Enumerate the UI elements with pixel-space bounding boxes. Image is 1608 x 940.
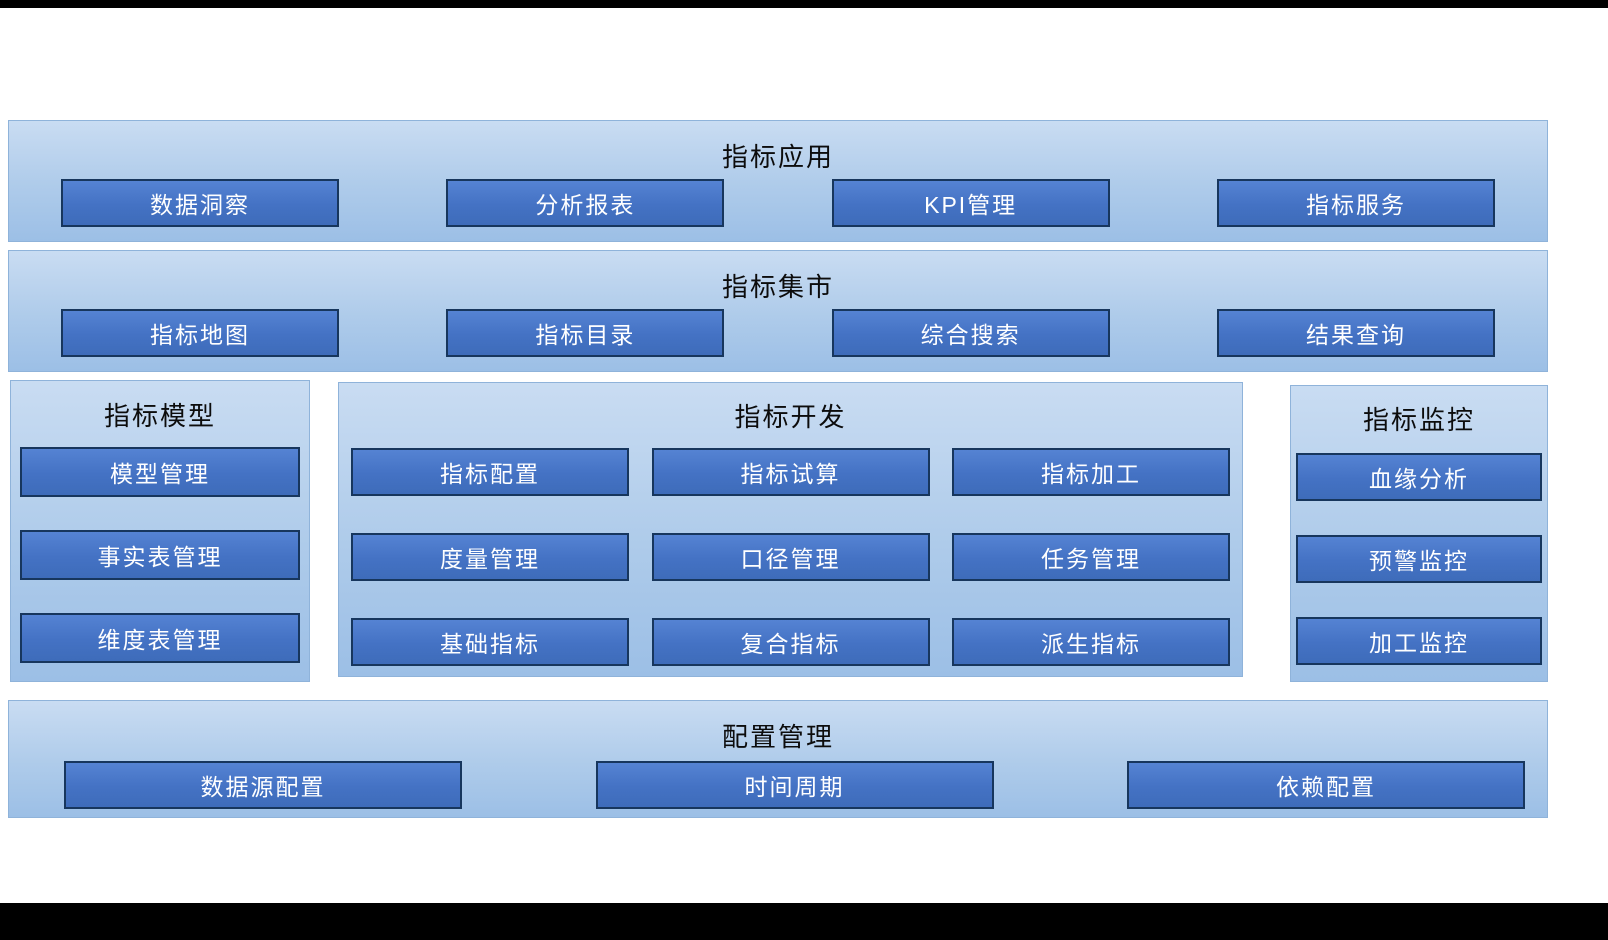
box-indicator-catalog: 指标目录: [446, 309, 725, 357]
panel-title-indicator-monitoring: 指标监控: [1362, 405, 1475, 435]
box-lineage-analysis: 血缘分析: [1296, 453, 1542, 501]
box-measure-management: 度量管理: [351, 533, 629, 581]
box-dimension-table-management: 维度表管理: [20, 613, 300, 663]
panel-indicator-mart: 指标集市 指标地图 指标目录 综合搜索 结果查询: [8, 250, 1548, 372]
panel-title-indicator-application: 指标应用: [721, 142, 834, 172]
box-fact-table-management: 事实表管理: [20, 530, 300, 580]
box-indicator-map: 指标地图: [61, 309, 339, 357]
panel-title-config-management: 配置管理: [721, 722, 834, 752]
panel-title-indicator-development: 指标开发: [734, 402, 847, 432]
box-analysis-report: 分析报表: [446, 179, 725, 227]
box-comprehensive-search: 综合搜索: [831, 309, 1110, 357]
panel-title-indicator-mart: 指标集市: [721, 272, 834, 302]
box-indicator-config: 指标配置: [351, 448, 629, 496]
indicator-mart-row: 指标地图 指标目录 综合搜索 结果查询: [61, 309, 1495, 357]
box-processing-monitoring: 加工监控: [1296, 617, 1542, 665]
box-indicator-processing: 指标加工: [952, 448, 1230, 496]
panel-config-management: 配置管理 数据源配置 时间周期 依赖配置: [8, 700, 1548, 818]
top-black-bar: [0, 0, 1608, 8]
box-indicator-service: 指标服务: [1216, 179, 1495, 227]
box-task-management: 任务管理: [952, 533, 1230, 581]
box-time-period: 时间周期: [595, 761, 994, 809]
box-basic-indicator: 基础指标: [351, 618, 629, 666]
bottom-black-bar: [0, 903, 1608, 940]
box-model-management: 模型管理: [20, 447, 300, 497]
panel-title-indicator-model: 指标模型: [103, 401, 216, 431]
panel-indicator-development: 指标开发 指标配置 指标试算 指标加工 度量管理 口径管理 任务管理 基础指标 …: [338, 382, 1243, 677]
box-caliber-management: 口径管理: [651, 533, 930, 581]
box-indicator-trial-calculation: 指标试算: [651, 448, 930, 496]
box-derived-indicator: 派生指标: [952, 618, 1230, 666]
box-datasource-config: 数据源配置: [64, 761, 462, 809]
panel-indicator-monitoring: 指标监控 血缘分析 预警监控 加工监控: [1290, 385, 1548, 682]
box-composite-indicator: 复合指标: [651, 618, 930, 666]
config-management-row: 数据源配置 时间周期 依赖配置: [64, 761, 1525, 809]
indicator-development-row-1: 指标配置 指标试算 指标加工: [339, 448, 1242, 496]
indicator-application-row: 数据洞察 分析报表 KPI管理 指标服务: [61, 179, 1495, 227]
box-kpi-management: KPI管理: [831, 179, 1110, 227]
indicator-development-row-3: 基础指标 复合指标 派生指标: [339, 618, 1242, 666]
box-dependency-config: 依赖配置: [1127, 761, 1525, 809]
box-alert-monitoring: 预警监控: [1296, 535, 1542, 583]
box-data-insight: 数据洞察: [61, 179, 339, 227]
box-result-query: 结果查询: [1216, 309, 1495, 357]
panel-indicator-application: 指标应用 数据洞察 分析报表 KPI管理 指标服务: [8, 120, 1548, 242]
panel-indicator-model: 指标模型 模型管理 事实表管理 维度表管理: [10, 380, 310, 682]
indicator-development-row-2: 度量管理 口径管理 任务管理: [339, 533, 1242, 581]
